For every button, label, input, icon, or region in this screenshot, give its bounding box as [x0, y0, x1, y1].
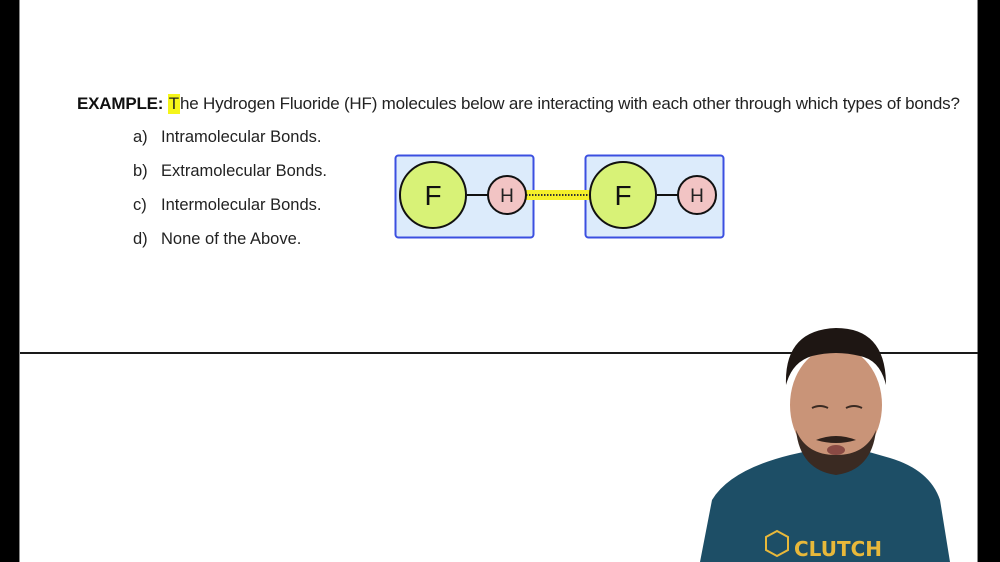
- option-letter: d): [133, 230, 148, 248]
- option-text: Extramolecular Bonds.: [161, 162, 327, 180]
- fluorine-atom-left: [399, 161, 467, 229]
- shirt-logo-text: CLUTCH: [794, 537, 882, 561]
- section-divider: [20, 352, 978, 354]
- option-a[interactable]: a) Intramolecular Bonds.: [133, 128, 327, 162]
- svg-text:H: H: [690, 186, 704, 207]
- option-b[interactable]: b) Extramolecular Bonds.: [133, 162, 327, 196]
- fluorine-atom-right: [589, 161, 657, 229]
- hf-hydrogen-bond-diagram: F H F H: [394, 154, 725, 239]
- option-d[interactable]: d) None of the Above.: [133, 230, 327, 264]
- svg-text:F: F: [424, 180, 441, 211]
- question-line: EXAMPLE: The Hydrogen Fluoride (HF) mole…: [77, 94, 960, 114]
- option-text: None of the Above.: [161, 230, 302, 248]
- hydrogen-atom-left: [487, 175, 527, 215]
- option-letter: c): [133, 196, 147, 214]
- svg-text:H: H: [500, 186, 514, 207]
- option-letter: b): [133, 162, 148, 180]
- presenter-video: CLUTCH: [700, 328, 950, 562]
- svg-text:F: F: [614, 180, 631, 211]
- example-label: EXAMPLE:: [77, 94, 164, 113]
- option-c[interactable]: c) Intermolecular Bonds.: [133, 196, 327, 230]
- option-letter: a): [133, 128, 148, 146]
- option-text: Intermolecular Bonds.: [161, 196, 322, 214]
- highlighted-char: T: [167, 94, 180, 114]
- hexagon-logo-icon: [765, 529, 789, 558]
- answer-options: a) Intramolecular Bonds. b) Extramolecul…: [133, 128, 327, 264]
- option-text: Intramolecular Bonds.: [161, 128, 322, 146]
- question-text: he Hydrogen Fluoride (HF) molecules belo…: [179, 94, 960, 113]
- hydrogen-atom-right: [677, 175, 717, 215]
